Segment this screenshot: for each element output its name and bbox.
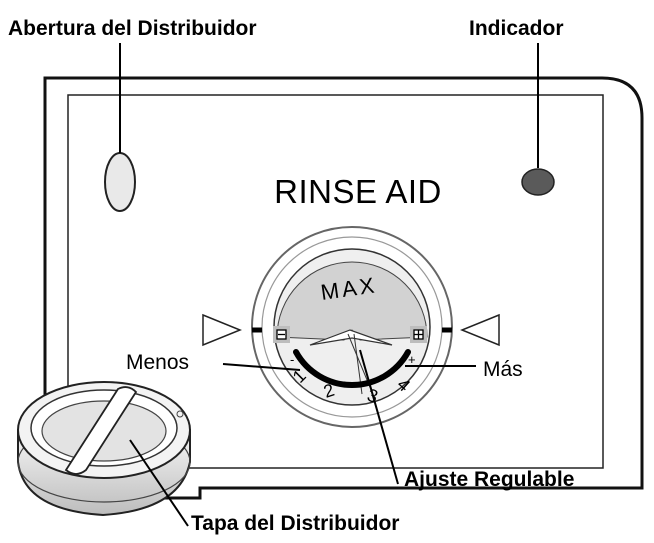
right-arrow-marker <box>460 313 500 347</box>
dispenser-opening[interactable] <box>104 152 136 212</box>
callout-dispenser-opening: Abertura del Distribuidor <box>8 17 257 40</box>
dial-pointer[interactable] <box>309 329 393 346</box>
cap-grip[interactable] <box>64 386 138 475</box>
dial-assembly: MAX 1 2 3 4 - + <box>251 226 453 428</box>
plus-symbol: + <box>408 352 416 367</box>
more-label: Más <box>483 358 523 381</box>
callout-indicator: Indicador <box>469 17 564 40</box>
leader-dispenser-cap <box>129 439 189 527</box>
dispenser-cap[interactable] <box>17 381 191 517</box>
indicator-dot <box>521 168 555 196</box>
left-arrow-marker <box>202 313 242 347</box>
panel-title: RINSE AID <box>274 173 442 210</box>
less-label: Menos <box>126 351 189 374</box>
dial-scale-arc <box>293 349 411 388</box>
callout-dispenser-cap: Tapa del Distribuidor <box>191 512 399 535</box>
leader-adjustable-setting <box>359 349 399 485</box>
less-leader <box>222 363 301 371</box>
panel-inner-frame <box>67 94 604 469</box>
callout-adjustable-setting: Ajuste Regulable <box>404 468 574 491</box>
minus-symbol: - <box>290 352 294 367</box>
cap-notch <box>176 410 184 418</box>
